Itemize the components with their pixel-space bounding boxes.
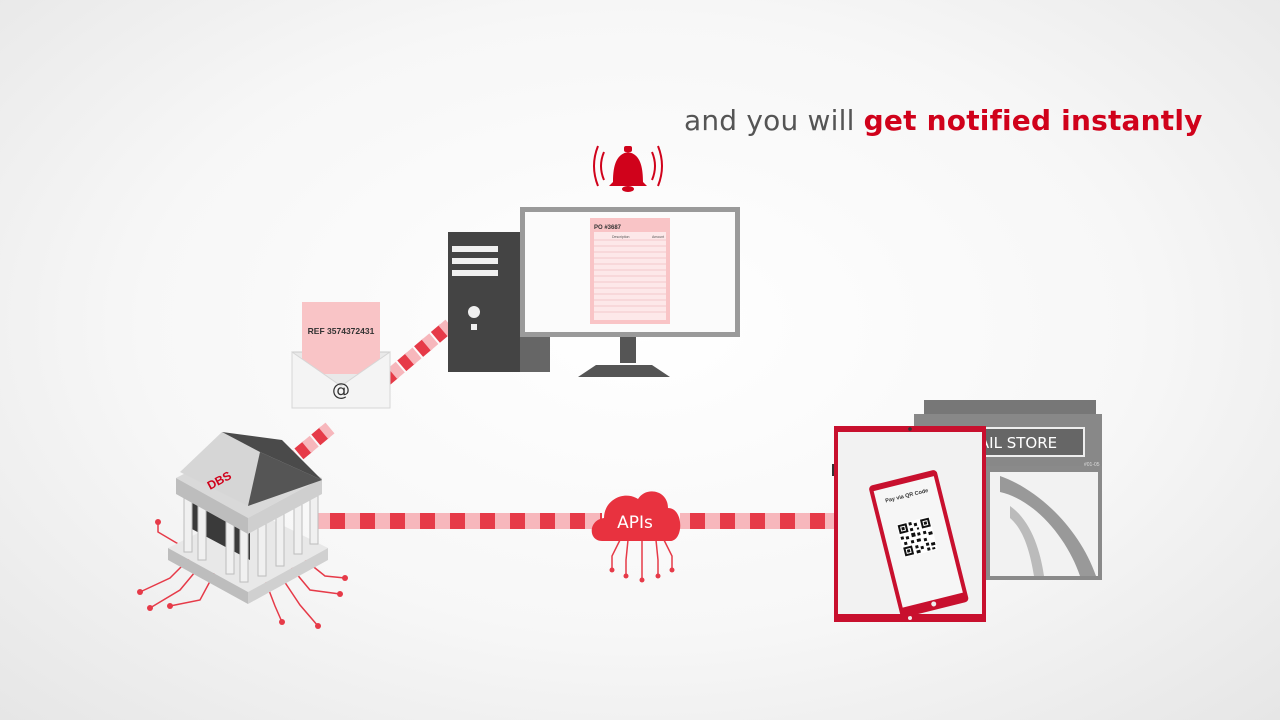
phone: Pay via QR Code (869, 470, 969, 618)
purchase-order-description-header: Description (612, 235, 630, 239)
purchase-order-document: PO #3687 Description Amount (590, 218, 670, 324)
headline-emphasis: get notified instantly (863, 104, 1203, 137)
connector-bank-to-api (310, 513, 602, 529)
bank-building: DBS (137, 432, 348, 629)
desktop-computer: PO #3687 Description Amount (448, 207, 740, 377)
purchase-order-amount-header: Amount (652, 235, 664, 239)
qr-code-icon (896, 516, 938, 558)
api-cloud: APIs (591, 491, 681, 583)
headline: and you will get notified instantly (684, 104, 1244, 137)
purchase-order-title: PO #3687 (594, 225, 622, 231)
connector-api-to-tablet (680, 513, 836, 529)
headline-prefix: and you will (684, 104, 864, 137)
email-reference: REF 3574372431 (308, 326, 375, 336)
computer-tower (448, 232, 520, 372)
at-icon: @ (332, 380, 350, 401)
store-sign-text: AIL STORE (979, 434, 1057, 452)
connector-email-to-computer (380, 319, 455, 386)
store-unit-code: #01-05 (1084, 462, 1100, 468)
api-label: APIs (617, 513, 653, 533)
alert-waves (593, 145, 663, 187)
notification-bell-icon (593, 145, 663, 192)
email-envelope: REF 3574372431 @ (291, 302, 391, 409)
email-letter (302, 302, 380, 374)
